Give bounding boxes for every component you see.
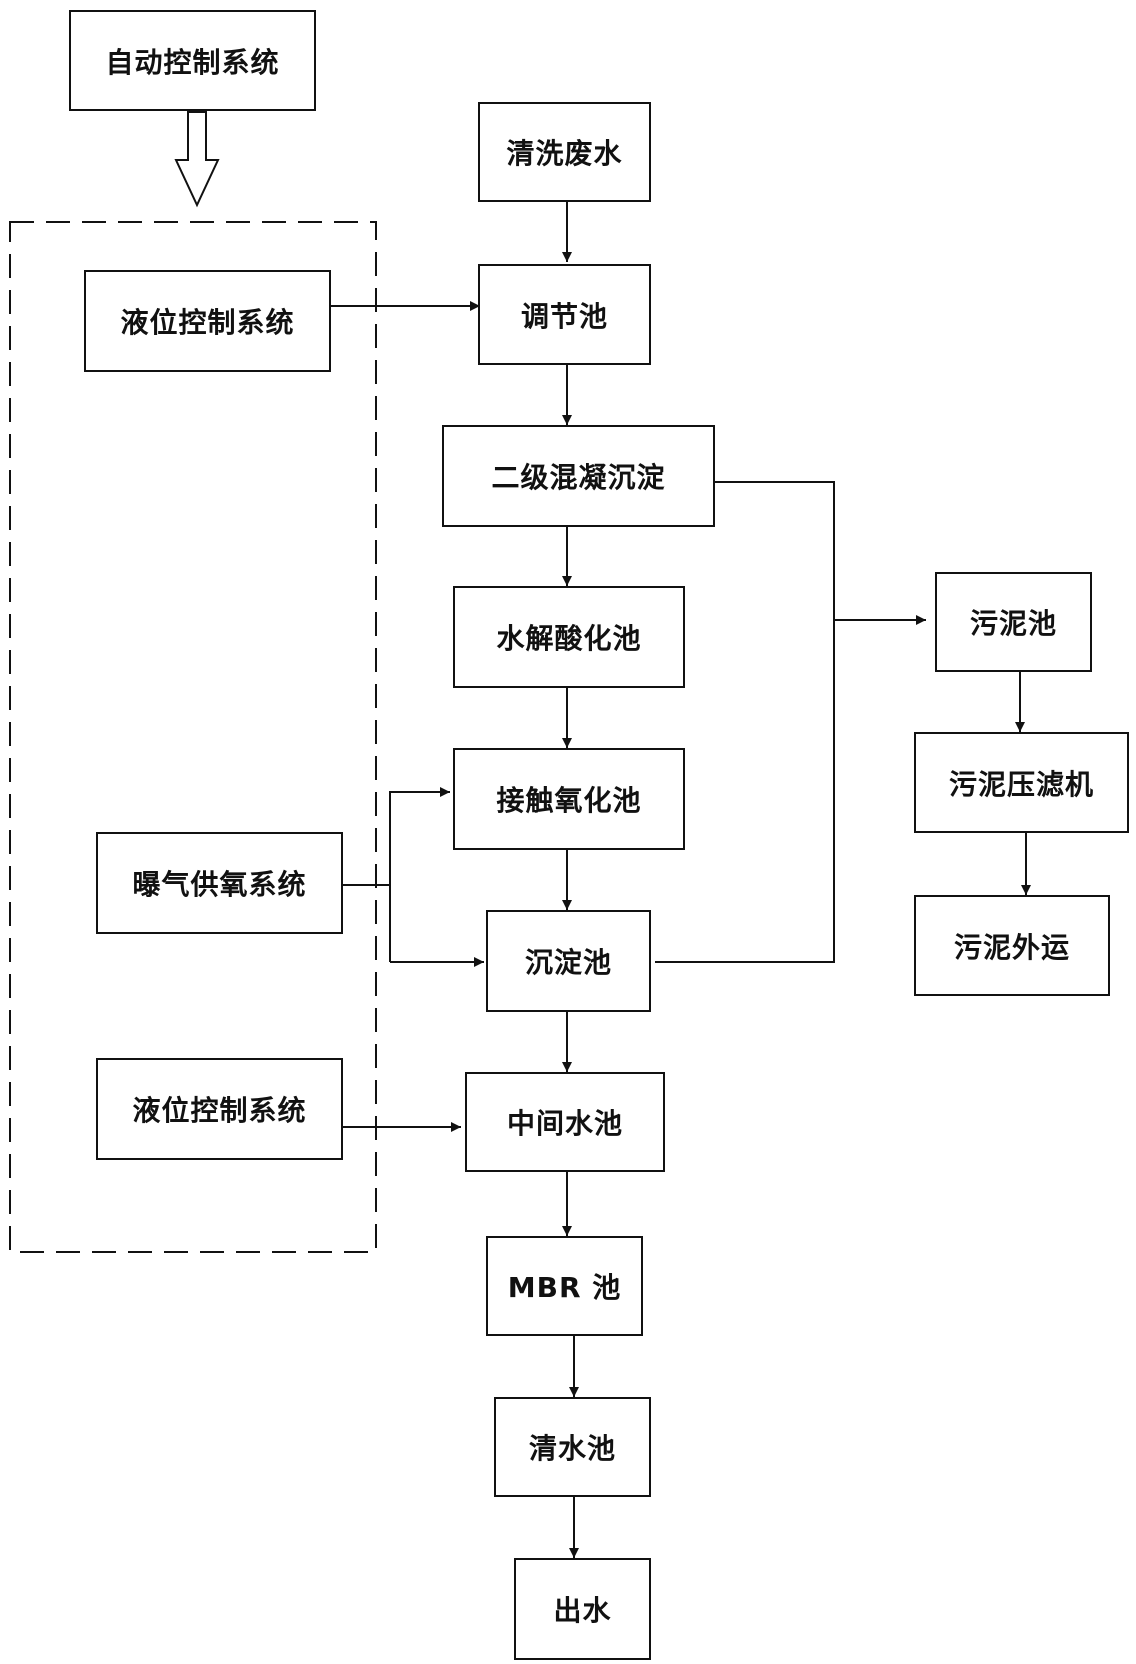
sludge-transport-box: 污泥外运 [914,895,1110,996]
mbr-tank-box: MBR 池 [486,1236,643,1336]
coagulation-box: 二级混凝沉淀 [442,425,715,527]
control-group-border [9,221,377,1253]
line-coagulation-sludge [655,481,835,963]
sludge-tank-box: 污泥池 [935,572,1092,672]
hydrolysis-box: 水解酸化池 [453,586,685,688]
arrow-aeration-to-contact [389,787,450,962]
hollow-down-arrow [174,111,220,208]
outlet-box: 出水 [514,1558,651,1660]
auto-control-box: 自动控制系统 [69,10,316,111]
regulating-tank-box: 调节池 [478,264,651,365]
sedimentation-box: 沉淀池 [486,910,651,1012]
level-control-box-1: 液位控制系统 [84,270,331,372]
filter-press-box: 污泥压滤机 [914,732,1129,833]
contact-oxidation-box: 接触氧化池 [453,748,685,850]
aeration-box: 曝气供氧系统 [96,832,343,934]
intermediate-tank-box: 中间水池 [465,1072,665,1172]
wastewater-box: 清洗废水 [478,102,651,202]
level-control-box-2: 液位控制系统 [96,1058,343,1160]
clear-water-tank-box: 清水池 [494,1397,651,1497]
